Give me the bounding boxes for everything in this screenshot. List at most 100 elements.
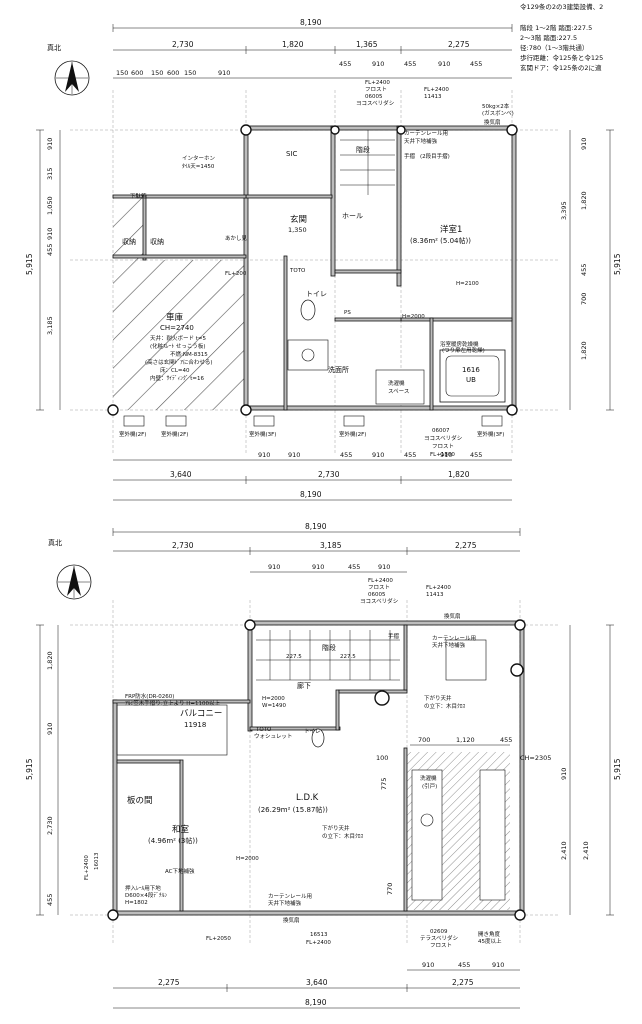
floor2-h2000: H=2000	[262, 696, 285, 702]
floor1-ps-label: PS	[344, 310, 351, 316]
floor1-right-sub: 3,395	[560, 201, 568, 220]
floor1-top-dim-2: 1,820	[282, 40, 304, 49]
floor1-window2: FL+2400	[424, 87, 449, 93]
floor2-dim-100: 100	[376, 754, 388, 762]
floor1-toilet-fixture	[300, 299, 316, 321]
floor2-h2000-b: H=2000	[236, 856, 259, 862]
floor2-stair-label: 階段	[322, 643, 336, 652]
floor2-curtain-sub: 天井下地補強	[432, 641, 466, 649]
floor2-closet-h: H=1802	[125, 900, 148, 906]
floor2-window1-b: フロスト	[368, 584, 390, 591]
floor2-kitchen-note-4: の立下：木目ｸﾛｽ	[322, 832, 364, 840]
floor2-dim-455: 455	[500, 736, 512, 744]
floor2-top-dim-1: 2,730	[172, 541, 194, 550]
floor1-sub-dim-5: 150	[184, 69, 196, 77]
floor1-bottom-dim-2: 2,730	[318, 470, 340, 479]
floor1-sub-dim-2: 600	[131, 69, 143, 77]
floor1-room-labels: 車庫 CH=2740 天井：耐火ボード t=5 (化粧ｽﾚｰﾄ せっこう板) 不…	[122, 118, 501, 395]
floor1-window3-c: フロスト	[432, 443, 454, 450]
floor2-balcony-label: バルコニー	[180, 709, 222, 719]
floor1-walls	[112, 125, 517, 415]
floor1-wash-label: 洗面所	[328, 365, 349, 374]
floor2-left-dimensions: 5,915 1,820 910 2,730 455 FL+2400 16013	[25, 624, 100, 916]
floor2-toto-label: TOTO	[255, 727, 272, 733]
floor1-intercom-label: インターホン	[182, 154, 216, 162]
floor1-bottom-sub-7: 455	[470, 451, 482, 459]
floor2-window-notes: FL+2400 フロスト 06005 ヨコスベリダシ FL+2400 11413…	[206, 578, 502, 949]
floor2-bottom-dim-3: 2,275	[452, 978, 474, 987]
floor1-western-label: 洋室1	[440, 224, 462, 235]
floor2-bottom-sub-1: 910	[422, 961, 434, 969]
floor1-top-dimensions: 8,190 2,730 1,820 1,365 2,275 150 600 15…	[112, 18, 513, 79]
floor2-bottom-total: 8,190	[305, 998, 327, 1007]
floor1-washer-sub: スペース	[388, 388, 409, 395]
floor1-sic-label: SIC	[286, 150, 298, 158]
floor2-right-dim-1: 910	[560, 768, 568, 780]
floor1-bottom-dimensions: 910 910 455 910 455 910 455 3,640 2,730 …	[113, 451, 512, 501]
floor2-window3: 16513	[310, 932, 328, 938]
floor1-storage-label-2: 収納	[150, 237, 164, 246]
floor1-window3: 06007	[432, 428, 450, 434]
floor1-sub-dim-11: 455	[470, 60, 482, 68]
header-note-2: 階段 1〜2階 踏面:227.5	[520, 23, 592, 32]
floor2-kitchen-note-3: 下がり天井	[322, 824, 350, 832]
floor1-stair-label: 階段	[356, 145, 370, 154]
floor1-top-dim-4: 2,275	[448, 40, 470, 49]
floor2-curtain-label: カーテンレール用	[432, 635, 476, 642]
floor1-outdoor-unit-4: 室外機(2F)	[339, 430, 366, 438]
floor2-hall-label: 廊下	[297, 681, 311, 690]
floor2-plan: 8,190 2,730 3,185 2,275 910 910 455 910 …	[25, 522, 622, 1009]
floor1-intercom-sub: ﾀｲﾙ天=1450	[182, 163, 215, 170]
floor2-window6: FL+2050	[206, 936, 231, 942]
floor1-bottom-dim-3: 1,820	[448, 470, 470, 479]
floor2-dining-table	[445, 639, 487, 681]
floor2-sub-dim-3: 455	[348, 563, 360, 571]
floor2-wash-sub: (引戸)	[422, 782, 437, 790]
floor1-bottom-sub-2: 910	[288, 451, 300, 459]
floor1-ub-label: UB	[466, 376, 476, 384]
floor1-outdoor-unit-2: 室外機(2F)	[161, 430, 188, 438]
floor2-kitchen-note-2: の立下：木目ｸﾛｽ	[424, 702, 466, 710]
floor2-window1: FL+2400	[368, 578, 393, 584]
floor1-window1: FL+2400	[365, 80, 390, 86]
floor2-step-1: 227.5	[286, 654, 302, 660]
floor1-bath-label: 浴室暖房乾燥機	[440, 340, 479, 348]
floor2-itanoma-label: 板の間	[127, 795, 153, 806]
floor2-w1490: W=1490	[262, 703, 287, 709]
floor1-entrance-label: 玄関	[290, 214, 307, 225]
floor2-right-total: 5,915	[613, 758, 622, 780]
floor2-kitchen-counter	[411, 769, 443, 901]
floor2-balcony-size: 11918	[184, 721, 206, 729]
floor1-gas-sub: (ガスボンベ)	[482, 109, 514, 117]
floor1-left-dim-1: 910	[46, 138, 54, 150]
floor1-garage-spec-6: 内壁：ｻｲﾃﾞｨﾝｸﾞ t=16	[150, 374, 205, 382]
floor1-vent-top-label: 換気扇	[484, 118, 501, 126]
floor1-curtain-sub: 天井下地補強	[404, 137, 438, 145]
floor1-window-notes: FL+2400 フロスト 06005 ヨコスベリダシ FL+2400 11413…	[356, 80, 514, 458]
floor2-closet-sub: D600×4段ﾃﾞﾁﾙﾝ	[125, 891, 167, 899]
floor2-frp-sub: ｱﾙﾐ笠木手摺り:立上より H=1100以上	[125, 699, 220, 707]
floor1-window1-c: 06005	[365, 94, 383, 100]
floor2-right-dimensions: 5,915 910 2,410 2,410	[560, 624, 622, 916]
floor1-window1-d: ヨコスベリダシ	[356, 99, 394, 107]
floor2-closet: 押入ﾚｰﾙ用下地	[125, 884, 161, 892]
floor1-toto-label: TOTO	[289, 268, 306, 274]
floor2-toilet-fixture	[311, 728, 325, 748]
floor2-interior-dims: 700 1,120 455 775 CH=2305 100 770	[376, 736, 551, 895]
floor2-sub-dim-4: 910	[378, 563, 390, 571]
floor2-dim-1120: 1,120	[456, 736, 475, 744]
floor1-north-arrow: 真北	[47, 43, 90, 96]
floor1-h2100-label: H=2100	[456, 281, 479, 287]
floor1-garage-hatch-2	[113, 195, 143, 260]
floor2-top-dim-2: 3,185	[320, 541, 342, 550]
floor2-window4-b: テラスベリダシ	[420, 934, 458, 942]
floor1-columns	[107, 124, 518, 416]
floor1-plan: 8,190 2,730 1,820 1,365 2,275 150 600 15…	[25, 18, 622, 501]
floor2-fl-num: 16013	[94, 852, 100, 870]
floor1-top-dim-3: 1,365	[356, 40, 378, 49]
floor2-toilet-label: トイレ	[304, 729, 321, 735]
floor1-bottom-sub-4: 910	[372, 451, 384, 459]
floor2-bottom-dim-1: 2,275	[158, 978, 180, 987]
floor1-sub-dim-9: 455	[404, 60, 416, 68]
floor1-left-dim-6: 3,185	[46, 316, 54, 335]
